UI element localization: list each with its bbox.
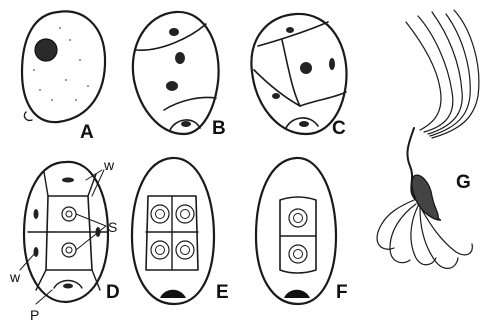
nucleus xyxy=(272,93,280,99)
panel-label-f: F xyxy=(336,282,348,303)
part-label-s: S xyxy=(108,219,117,235)
panel-label-b: B xyxy=(212,118,226,139)
nucleus xyxy=(166,81,178,91)
panel-d-cells: w S w P D xyxy=(9,157,120,323)
panel-e-cells: E xyxy=(132,158,229,304)
panel-label-d: D xyxy=(106,282,120,303)
nucleus xyxy=(299,121,309,127)
panel-label-a: A xyxy=(80,122,94,143)
nucleus xyxy=(175,52,185,64)
nucleus xyxy=(181,121,191,127)
panel-c-cells: C xyxy=(251,14,346,139)
nucleus xyxy=(300,62,312,74)
nucleus xyxy=(329,58,335,70)
panel-label-c: C xyxy=(332,118,346,139)
nucleus xyxy=(169,28,179,36)
part-label-w-top: w xyxy=(103,157,115,173)
panel-label-e: E xyxy=(216,282,229,303)
panel-label-g: G xyxy=(456,172,471,193)
part-label-w-left: w xyxy=(9,269,21,285)
panel-g-sperm: G xyxy=(377,10,479,268)
nucleus xyxy=(286,27,294,33)
panel-b-cells: B xyxy=(133,12,226,139)
nucleus xyxy=(35,39,57,61)
panel-a-cell: A xyxy=(22,11,105,143)
part-label-p: P xyxy=(30,307,39,323)
panel-f-cells: F xyxy=(256,158,348,304)
